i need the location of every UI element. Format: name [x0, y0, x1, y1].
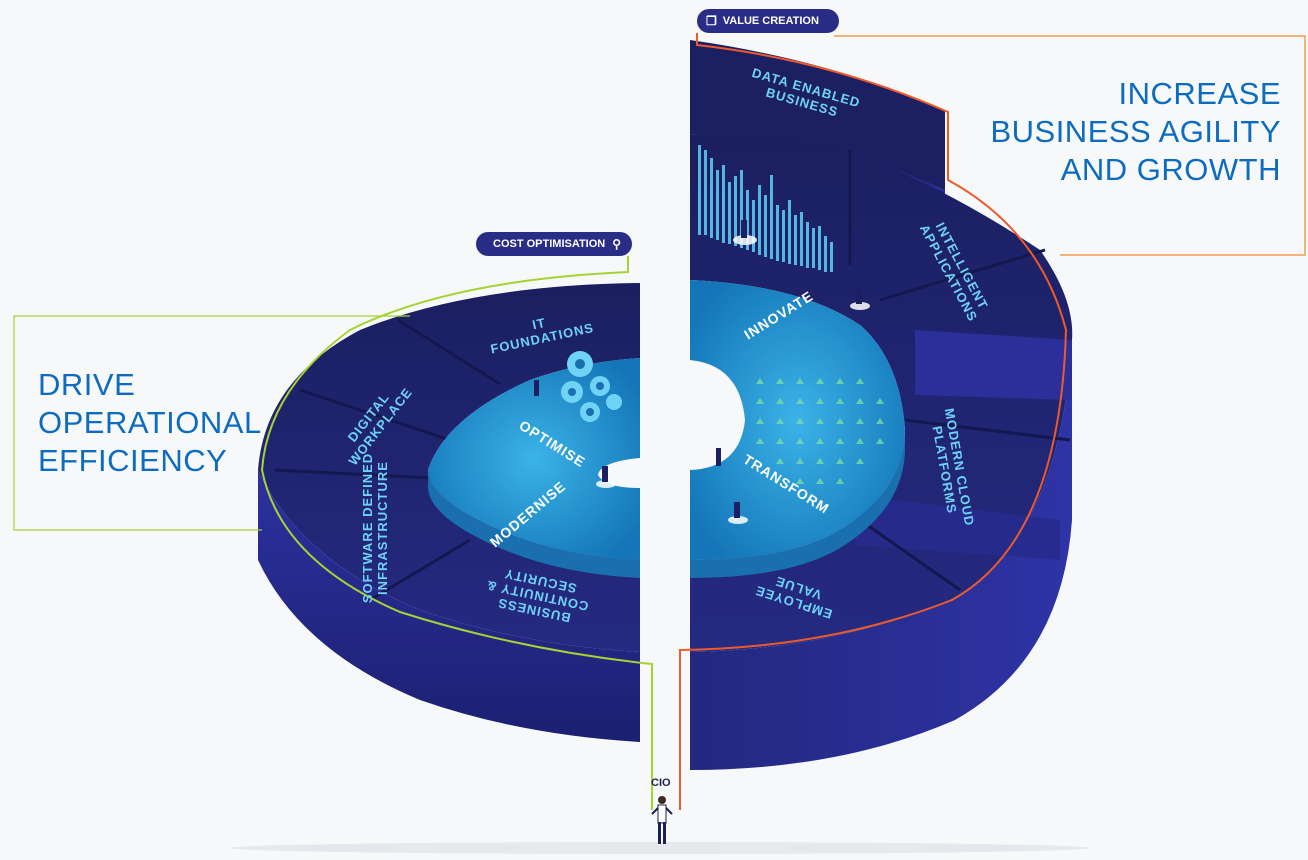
increase-heading-line3: AND GROWTH: [1060, 152, 1281, 187]
drive-efficiency-heading: DRIVE OPERATIONAL EFFICIENCY: [38, 366, 262, 480]
increase-agility-heading: INCREASE BUSINESS AGILITY AND GROWTH: [990, 75, 1281, 189]
value-creation-connector: [679, 33, 1068, 810]
drive-heading-line2: OPERATIONAL: [38, 405, 262, 440]
cio-person-icon: [651, 796, 673, 844]
drive-heading-line1: DRIVE: [38, 367, 136, 402]
increase-heading-line1: INCREASE: [1118, 76, 1281, 111]
value-creation-tag: ❒ VALUE CREATION: [697, 9, 839, 33]
gears-graphic: [561, 351, 622, 422]
data-bars-graphic: [698, 145, 833, 272]
segment-it-foundations-line1: IT: [531, 315, 547, 332]
segment-software-defined: SOFTWARE DEFINED INFRASTRUCTURE: [360, 453, 390, 603]
cost-optimisation-tag: COST OPTIMISATION ⚲: [476, 232, 632, 256]
value-creation-label: VALUE CREATION: [722, 15, 819, 27]
cost-optimisation-label: COST OPTIMISATION: [493, 238, 606, 250]
right-half-ring: [690, 40, 1073, 770]
increase-heading-line2: BUSINESS AGILITY: [990, 114, 1281, 149]
segment-business-continuity: BUSINESS CONTINUITY & SECURITY: [485, 566, 590, 625]
people-graphics: [534, 220, 870, 524]
cio-label: CIO: [651, 777, 671, 789]
cost-optimisation-connector: [260, 256, 653, 810]
coin-magnifier-icon: ⚲: [612, 237, 622, 251]
segment-software-defined-line1: SOFTWARE DEFINED: [360, 453, 375, 603]
ground-shadow: [230, 842, 1090, 854]
drive-heading-line3: EFFICIENCY: [38, 443, 228, 478]
left-heading-bracket: [13, 315, 410, 531]
segment-software-defined-line2: INFRASTRUCTURE: [375, 461, 390, 595]
right-heading-bracket: [834, 35, 1306, 256]
cubes-icon: ❒: [706, 14, 717, 28]
transform-pattern-graphic: [756, 378, 884, 484]
